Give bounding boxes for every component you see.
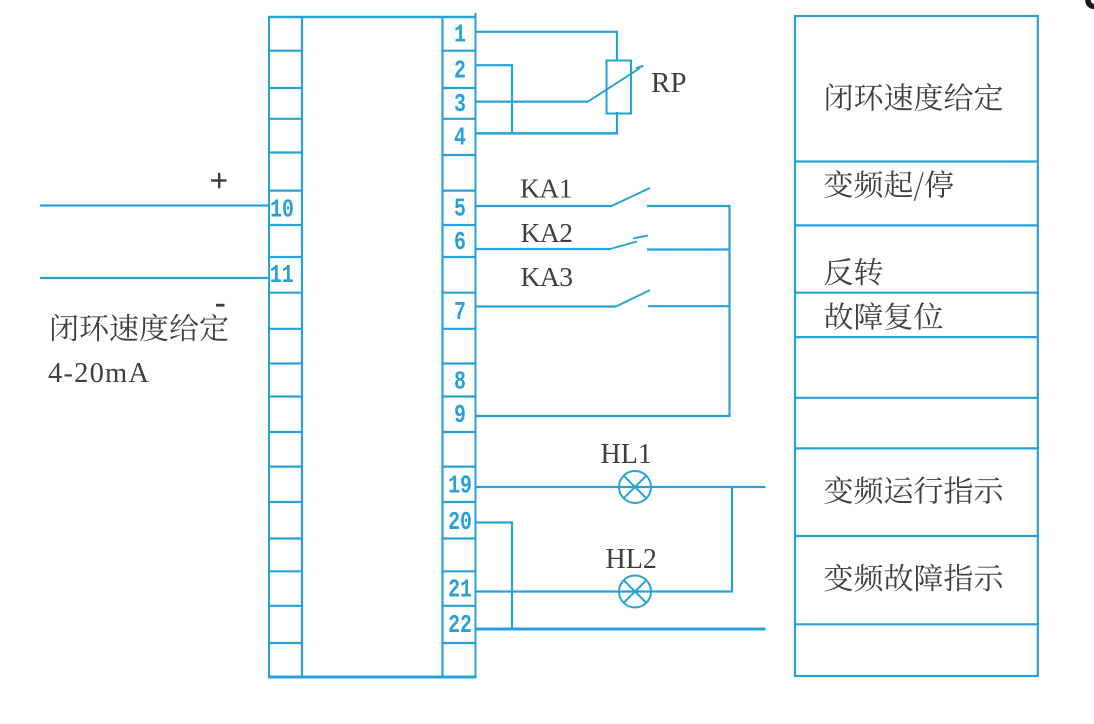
svg-text:RP: RP — [651, 67, 686, 99]
svg-text:5: 5 — [454, 194, 466, 223]
svg-text:11: 11 — [270, 261, 294, 290]
svg-text:10: 10 — [270, 195, 294, 224]
svg-text:20: 20 — [448, 508, 472, 537]
svg-text:4-20mA: 4-20mA — [48, 358, 150, 389]
svg-text:4: 4 — [454, 123, 466, 152]
svg-text:19: 19 — [448, 471, 472, 500]
svg-text:HL1: HL1 — [601, 439, 652, 470]
svg-text:1: 1 — [454, 20, 466, 49]
svg-text:2: 2 — [454, 56, 466, 85]
svg-text:6: 6 — [454, 228, 466, 257]
svg-text:9: 9 — [454, 401, 466, 430]
svg-text:8: 8 — [454, 367, 466, 396]
svg-text:KA1: KA1 — [520, 172, 572, 203]
svg-text:3: 3 — [454, 90, 466, 119]
svg-text:KA3: KA3 — [521, 261, 573, 292]
svg-text:22: 22 — [448, 611, 472, 640]
svg-text:21: 21 — [448, 576, 472, 605]
svg-text:7: 7 — [454, 298, 466, 327]
svg-text:HL2: HL2 — [606, 544, 657, 575]
svg-text:KA2: KA2 — [521, 217, 573, 248]
